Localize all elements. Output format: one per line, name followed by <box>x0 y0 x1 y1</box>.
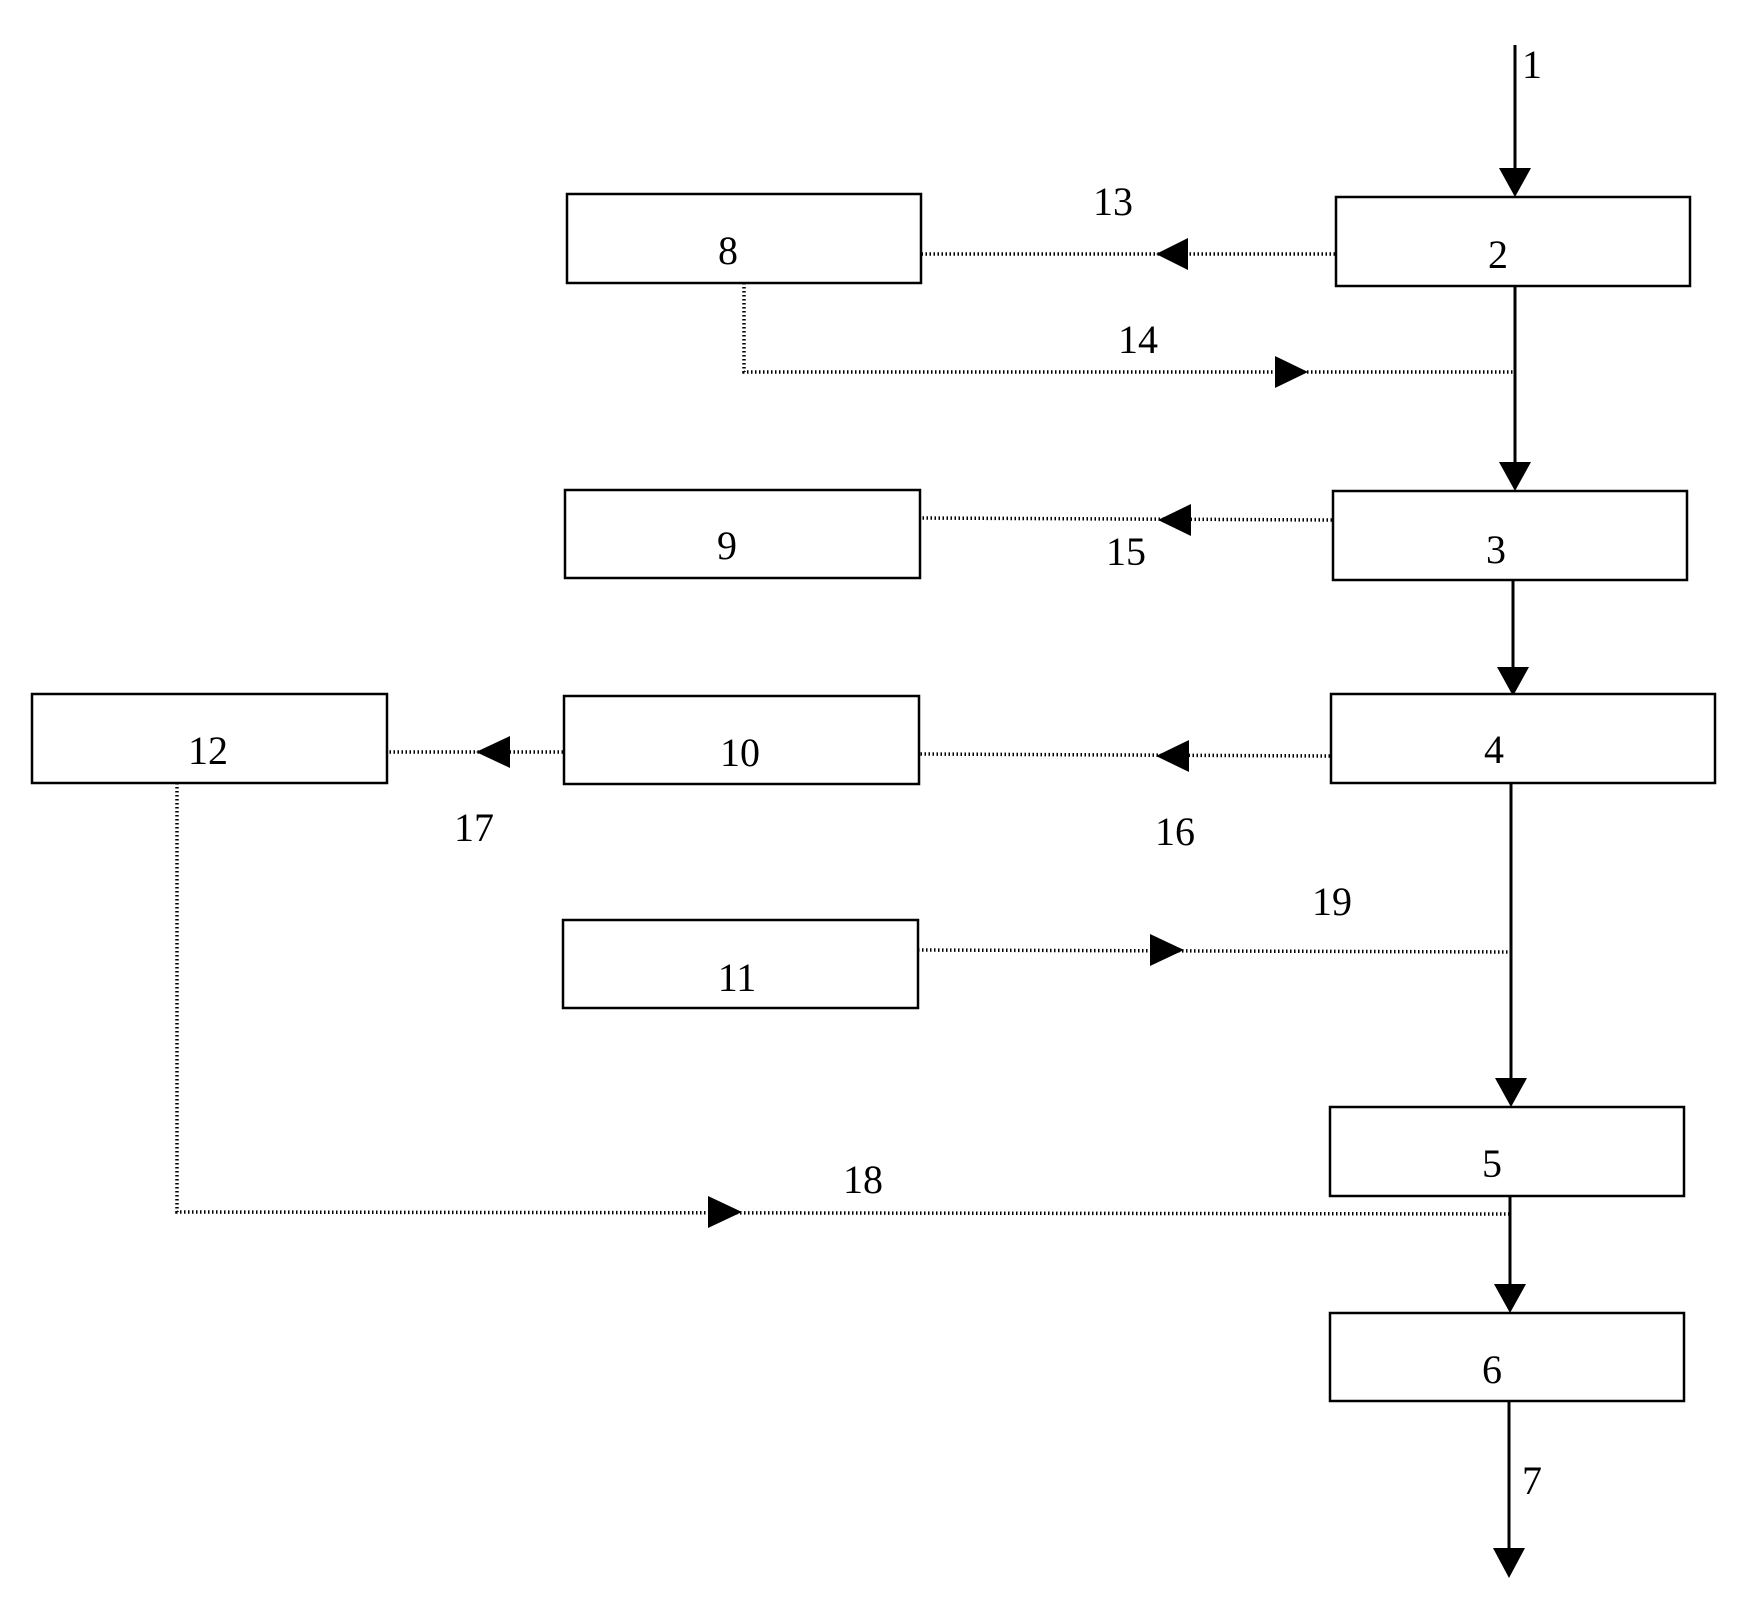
process-box-2: 2 <box>1334 195 1692 288</box>
arrowhead-14 <box>1275 356 1308 388</box>
process-box-3: 3 <box>1331 489 1689 582</box>
stream-label-7: 7 <box>1522 1458 1542 1503</box>
box-label-11: 11 <box>718 955 757 1000</box>
stream-line-15 <box>919 516 1333 522</box>
stream-line-16 <box>919 752 1331 758</box>
process-box-8: 8 <box>565 192 923 285</box>
stream-label-16: 16 <box>1155 809 1195 854</box>
process-box-9: 9 <box>563 488 922 580</box>
arrowhead-13 <box>1156 238 1188 270</box>
arrowhead-into-2 <box>1499 168 1531 197</box>
stream-line-18 <box>175 783 1511 1216</box>
stream-label-15: 15 <box>1106 529 1146 574</box>
arrowhead-18 <box>708 1196 742 1228</box>
stream-label-13: 13 <box>1093 179 1133 224</box>
stream-label-17: 17 <box>454 805 494 850</box>
stream-line-19 <box>917 948 1510 954</box>
stream-label-19: 19 <box>1312 879 1352 924</box>
arrowhead-out-7 <box>1493 1548 1525 1578</box>
stream-label-18: 18 <box>843 1157 883 1202</box>
process-box-12: 12 <box>30 692 389 785</box>
stream-label-1: 1 <box>1522 42 1542 87</box>
process-box-6: 6 <box>1328 1311 1686 1403</box>
process-box-10: 10 <box>562 694 921 786</box>
stream-label-14: 14 <box>1118 317 1158 362</box>
arrowhead-19 <box>1150 934 1184 966</box>
box-label-10: 10 <box>720 730 760 775</box>
box-label-5: 5 <box>1482 1141 1502 1186</box>
process-box-11: 11 <box>561 918 920 1010</box>
arrowhead-16 <box>1156 740 1189 772</box>
box-label-9: 9 <box>717 523 737 568</box>
box-label-4: 4 <box>1484 727 1504 772</box>
process-box-4: 4 <box>1329 692 1717 785</box>
process-box-5: 5 <box>1328 1105 1686 1198</box>
arrowhead-17 <box>476 736 510 768</box>
box-label-2: 2 <box>1488 232 1508 277</box>
stream-line-14 <box>742 283 1515 374</box>
box-label-12: 12 <box>188 728 228 773</box>
arrowhead-into-4 <box>1497 667 1529 696</box>
box-label-8: 8 <box>718 228 738 273</box>
arrowhead-into-6 <box>1494 1284 1526 1313</box>
box-label-6: 6 <box>1482 1347 1502 1392</box>
arrowhead-into-5 <box>1495 1078 1527 1107</box>
arrowhead-15 <box>1158 504 1191 536</box>
box-label-3: 3 <box>1486 527 1506 572</box>
arrowhead-into-3 <box>1499 462 1531 491</box>
